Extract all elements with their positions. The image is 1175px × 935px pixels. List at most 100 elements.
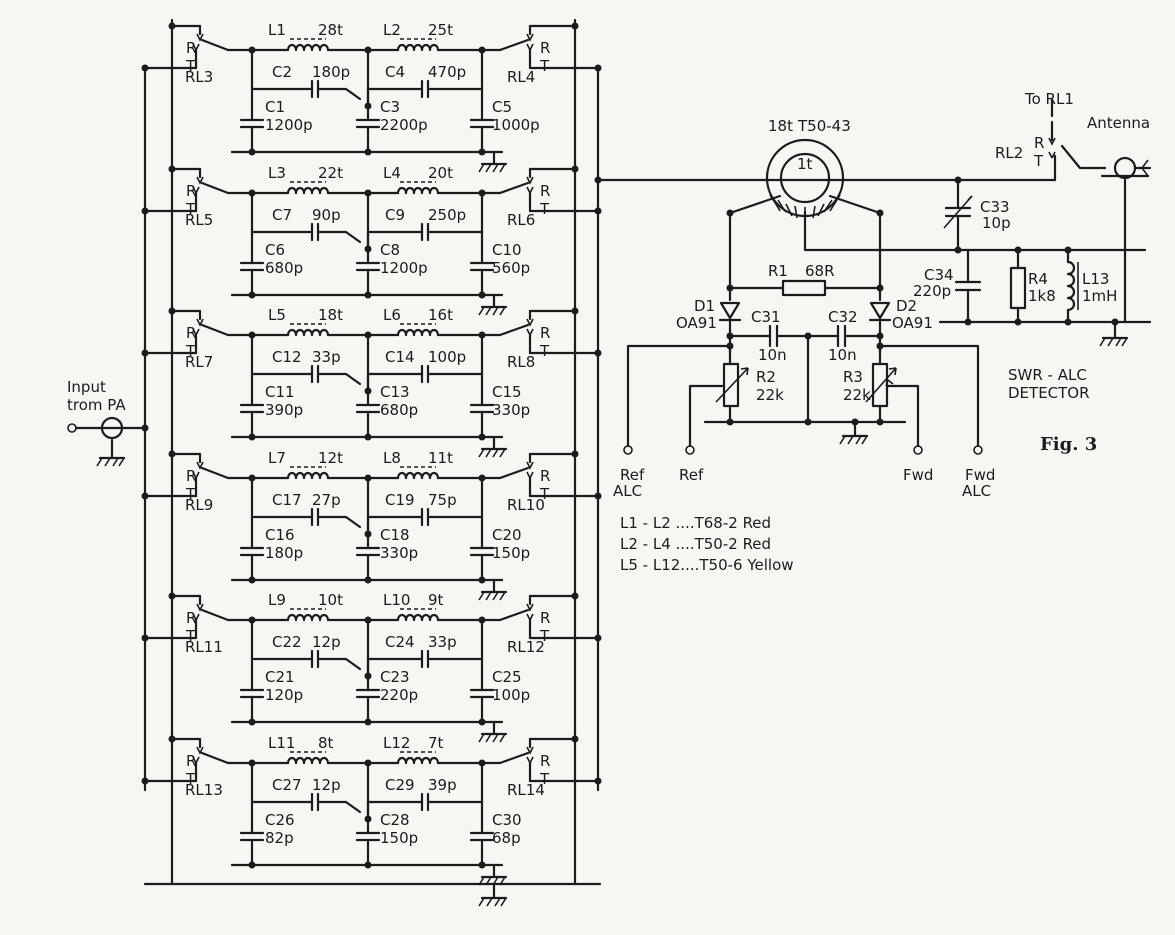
relay-left-label: RL13 [185,781,223,799]
l13-choke [1066,260,1076,312]
r1-value: 68R [805,262,835,280]
c34-label: C34 [924,266,954,284]
relay-t-letter: T [185,485,196,503]
relay-t-letter: T [185,57,196,75]
relay-r-letter: R [186,182,196,200]
r4-value: 1k8 [1028,287,1056,305]
series-cap-2-label: C24 [385,633,415,651]
c34-value: 220p [913,282,951,300]
relay-r-letter: R [540,609,550,627]
inductor-b-label: L10 [383,591,410,609]
relay-r-letter: R [186,609,196,627]
shunt-cap-2-value: 680p [380,401,418,419]
c31-value: 10n [758,346,787,364]
shunt-cap-1-label: C16 [265,526,295,544]
relay-r-letter: R [540,752,550,770]
series-cap-1-value: 180p [312,63,350,81]
inductor-a-turns: 28t [318,21,343,39]
series-cap-2-label: C14 [385,348,415,366]
shunt-cap-2-value: 330p [380,544,418,562]
relay-t-letter: T [185,342,196,360]
series-cap-1-label: C17 [272,491,302,509]
input-connector [67,416,126,467]
core-legend-line-2: L2 - L4 ....T50-2 Red [620,535,771,553]
series-cap-2-value: 470p [428,63,466,81]
inductor-a-label: L1 [268,21,286,39]
c32-label: C32 [828,308,858,326]
c32-value: 10n [828,346,857,364]
shunt-cap-1-value: 1200p [265,116,313,134]
rl2-r: R [1034,134,1044,152]
core-legend-line-3: L5 - L12....T50-6 Yellow [620,556,794,574]
series-cap-1-label: C7 [272,206,292,224]
relay-right-label: RL10 [507,496,545,514]
d2-diode [869,301,891,320]
shunt-cap-3-value: 1000p [492,116,540,134]
d1-value: OA91 [676,314,717,332]
series-cap-1-value: 12p [312,776,341,794]
r4-resistor [1009,266,1027,310]
inductor-b-turns: 9t [428,591,444,609]
inductor-a-turns: 10t [318,591,343,609]
ref-alc-label-2: ALC [613,482,642,500]
shunt-cap-3-label: C10 [492,241,522,259]
relay-t-letter: T [185,770,196,788]
relay-t-letter: T [539,57,550,75]
relay-right-label: RL8 [507,353,535,371]
filter-bank-frame [74,18,772,886]
rl2-label: RL2 [995,144,1023,162]
toroid-core-label: T50-43 [797,117,851,135]
series-cap-1-value: 90p [312,206,341,224]
swr-detector [623,98,1152,455]
core-legend-line-1: L1 - L2 ....T68-2 Red [620,514,771,532]
inductor-a-turns: 8t [318,734,334,752]
inductor-a-turns: 12t [318,449,343,467]
shunt-cap-2-label: C8 [380,241,400,259]
inductor-b-turns: 7t [428,734,444,752]
relay-right-label: RL6 [507,211,535,229]
shunt-cap-3-value: 330p [492,401,530,419]
inductor-b-turns: 20t [428,164,453,182]
bottom-ground-symbol [478,882,508,907]
relay-r-letter: R [186,39,196,57]
figure-label: Fig. 3 [1040,434,1097,455]
inductor-a-turns: 18t [318,306,343,324]
series-cap-2-value: 33p [428,633,457,651]
ref-alc-label-1: Ref [620,466,645,484]
shunt-cap-3-label: C25 [492,668,522,686]
shunt-cap-1-value: 390p [265,401,303,419]
shunt-cap-1-value: 120p [265,686,303,704]
relay-r-letter: R [540,182,550,200]
relay-t-letter: T [539,200,550,218]
inductor-a-label: L9 [268,591,286,609]
relay-t-letter: T [539,485,550,503]
d2-value: OA91 [892,314,933,332]
d1-diode [719,301,741,320]
shunt-cap-3-value: 100p [492,686,530,704]
relay-t-letter: T [539,770,550,788]
shunt-cap-1-label: C11 [265,383,295,401]
series-cap-1-value: 33p [312,348,341,366]
relay-r-letter: R [540,467,550,485]
shunt-cap-2-value: 1200p [380,259,428,277]
l13-value: 1mH [1082,287,1117,305]
r4-label: R4 [1028,270,1048,288]
series-cap-2-value: 100p [428,348,466,366]
shunt-cap-3-label: C20 [492,526,522,544]
r2-label: R2 [756,368,776,386]
shunt-cap-2-label: C3 [380,98,400,116]
series-cap-2-value: 250p [428,206,466,224]
fwd-alc-label-1: Fwd [965,466,995,484]
series-cap-2-value: 39p [428,776,457,794]
d1-label: D1 [694,297,715,315]
inductor-b-turns: 11t [428,449,453,467]
shunt-cap-3-value: 150p [492,544,530,562]
shunt-cap-1-value: 680p [265,259,303,277]
inductor-b-label: L6 [383,306,401,324]
shunt-cap-2-label: C28 [380,811,410,829]
